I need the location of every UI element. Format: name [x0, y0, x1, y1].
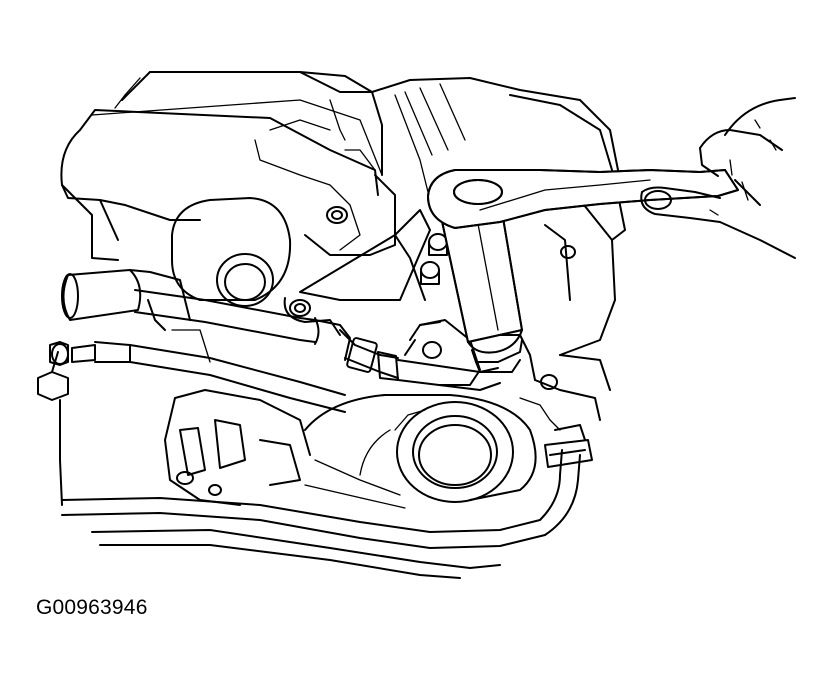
misc-details [59, 77, 426, 506]
lower-pipe [61, 449, 581, 579]
engine-right-side [509, 94, 626, 391]
hand [640, 97, 796, 259]
hose-pipe [134, 289, 501, 391]
cylinder-head [91, 71, 619, 201]
camshaft-pulley-boss [171, 197, 292, 307]
figure-id-label: G00963946 [36, 596, 148, 619]
crankshaft-pulley [304, 394, 537, 509]
tensioner-bracket [283, 209, 448, 336]
pipe-clamp [544, 424, 593, 468]
wrench [427, 169, 739, 229]
tensioner-body [404, 319, 601, 431]
hose-fitting-left [37, 341, 346, 413]
left-tube [61, 269, 191, 331]
timing-cover [60, 109, 396, 261]
lower-bracket [164, 389, 311, 506]
